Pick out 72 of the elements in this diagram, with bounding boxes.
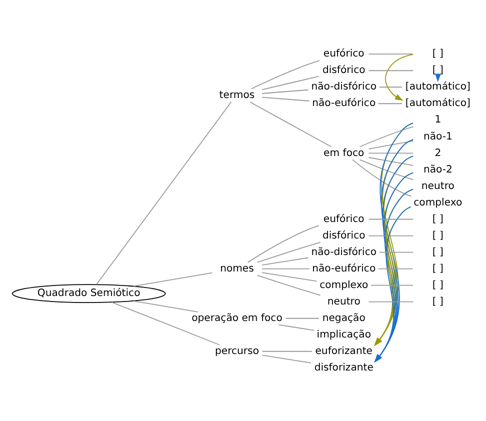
node-text: nomes <box>220 262 254 274</box>
node-text: percurso <box>214 345 259 356</box>
node-text: [ ] <box>432 262 444 274</box>
node-text: neutro <box>327 296 360 307</box>
node-text: em foco <box>324 147 364 158</box>
node-text: não-disfórico <box>311 81 377 92</box>
connector <box>278 324 314 330</box>
connector <box>250 60 320 89</box>
connector <box>378 268 414 269</box>
connector <box>368 152 414 154</box>
connector <box>256 241 321 262</box>
node-text: eufórico <box>323 213 364 224</box>
node-text: neutro <box>421 180 454 192</box>
connector <box>368 70 414 71</box>
node-text: 2 <box>434 147 442 158</box>
node-text: complexo <box>414 196 462 208</box>
connector <box>249 101 332 147</box>
connector <box>370 284 414 286</box>
node-text: [ ] <box>432 296 444 307</box>
node-text: [ ] <box>432 64 444 76</box>
connector <box>262 268 310 269</box>
connector <box>96 100 232 284</box>
connector <box>262 256 309 265</box>
connector <box>133 272 213 286</box>
node-text: [ ] <box>432 213 444 224</box>
connector <box>368 300 414 302</box>
node-text: não-1 <box>423 130 452 142</box>
node-text: [ ] <box>432 230 444 241</box>
connector <box>262 88 309 94</box>
connector <box>368 156 414 166</box>
connector <box>378 102 403 104</box>
connector <box>352 158 412 196</box>
connector <box>133 300 198 312</box>
connector <box>378 86 402 88</box>
node-text: [automático] <box>405 98 470 109</box>
connector <box>262 354 312 363</box>
node-ellipse: Quadrado Semiótico <box>12 284 166 303</box>
node-text: não-eufórico <box>312 98 376 109</box>
connector <box>256 274 321 296</box>
node-text: [ ] <box>432 48 444 60</box>
node-text: operação em foco <box>192 312 282 324</box>
node-text: termos <box>219 89 255 100</box>
node-text: disfórico <box>322 64 366 76</box>
connector <box>359 158 414 180</box>
connector <box>262 75 320 90</box>
connector <box>262 272 318 282</box>
node-text: disfórico <box>322 230 366 241</box>
connector <box>368 234 414 236</box>
node-text: eufórico <box>323 48 364 60</box>
node-text: [ ] <box>432 279 444 290</box>
node-text: complexo <box>320 279 368 290</box>
connector <box>112 301 220 345</box>
connector <box>247 224 320 262</box>
node-text: [automático] <box>405 81 470 92</box>
connector <box>285 317 320 318</box>
node-text: não-2 <box>423 164 452 175</box>
node-text: 1 <box>434 114 442 126</box>
node-text: [ ] <box>432 246 444 258</box>
connector <box>378 251 414 252</box>
connector <box>262 350 312 352</box>
node-text: disforizante <box>314 362 374 373</box>
connector <box>359 126 414 147</box>
node-text: não-disfórico <box>311 246 377 258</box>
connector <box>262 96 310 101</box>
connector <box>368 53 414 54</box>
node-text: não-eufórico <box>312 262 376 274</box>
node-text: implicação <box>316 328 371 340</box>
connector <box>368 140 414 149</box>
connector <box>368 218 414 220</box>
arrow <box>384 54 414 100</box>
node-text: euforizante <box>315 345 373 356</box>
node-text: negação <box>322 312 366 324</box>
